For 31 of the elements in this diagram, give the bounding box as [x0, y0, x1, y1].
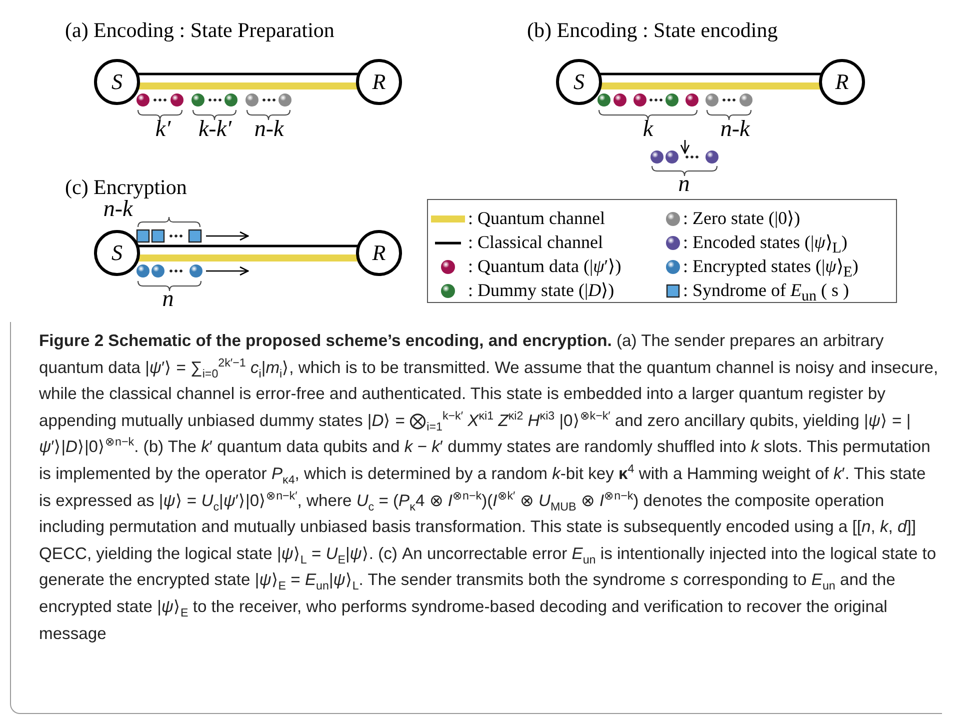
node-circle: S	[94, 59, 140, 105]
legend-label: : Zero state (|0⟩)	[683, 209, 800, 227]
math-label: n-k	[254, 117, 284, 140]
node-circle: R	[356, 59, 402, 105]
classical-channel-line	[599, 72, 822, 76]
panel-title: (b) Encoding : State encoding	[527, 20, 778, 41]
quantum-channel-line	[136, 82, 360, 90]
math-label: n	[162, 287, 174, 310]
legend-label: : Quantum channel	[468, 209, 605, 227]
node-circle: S	[94, 230, 140, 276]
panel-title: (c) Encryption	[65, 177, 187, 198]
node-circle: R	[356, 230, 402, 276]
math-label: k-k′	[198, 117, 232, 140]
caption-text: Figure 2 Schematic of the proposed scheme’s encoding, and encryption. (a) The sender prepares an arbitrary quantum data |ψ′⟩ = ∑$_{i=0}$$^{2k′−1}$ c$_{i}$|m$_{i}$⟩, which is to be transmitted. We assume that the quantum channel is noisy and insecure, while the classical channel is error-free and authenticated. This state is embedded into a larger quantum register by appending mutually unbiased dummy states |D⟩ = ⨂$_{i=1}$$^{k−k′}$ X$^{κi1}$ Z$^{κi2}$ H$^{κi3}$ |0⟩$^{⊗k−k′}$ and zero ancillary qubits, yielding |ψ⟩ = |ψ′⟩|D⟩|0⟩$^{⊗n−k}$. (b) The k′ quantum data qubits and k−k′ dummy states are randomly shuffled into k slots. This permutation is implemented by the operator P$_{κ4}$, which is determined by a random k-bit key κ$^{4}$ with a Hamming weight of k′. This state is expressed as |ψ⟩ = U$_{c}$|ψ′⟩|0⟩$^{⊗n−k′}$, where U$_{c}$ = (P$_{κ}$4 ⊗ I$^{⊗n−k}$)(I$^{⊗k′}$ ⊗ U$_{MUB}$ ⊗ I$^{⊗n−k}$) denotes the composite operation including permutation and mutually unbiased basis transformation. This state is subsequently encoded using a [[n, k, d]] QECC, yielding the logical state |ψ⟩$_{L}$ = U$_{E}$|ψ⟩. (c) An uncorrectable error E$_{un}$ is intentionally injected into the logical state to generate the encrypted state |ψ⟩$_{E}$ = E$_{un}$|ψ⟩$_{L}$. The sender transmits both the syndrome s corresponding to E$_{un}$ and the encrypted state |ψ⟩$_{E}$ to the receiver, who performs syndrome-based decoding and verification to recover the original message	[39, 330, 939, 645]
legend-label: : Encrypted states (|ψ⟩$_{E}$)	[683, 257, 858, 281]
legend-label: : Encoded states (|ψ⟩$_{L}$)	[683, 233, 848, 257]
math-label: n-k	[720, 117, 750, 140]
classical-channel-line	[137, 72, 359, 76]
math-label: k	[642, 117, 654, 140]
classical-channel-line	[138, 244, 358, 248]
math-label: k′	[155, 117, 171, 140]
math-label: n	[678, 172, 690, 195]
panel-title: (a) Encoding : State Preparation	[65, 20, 334, 41]
legend-label: : Classical channel	[468, 233, 603, 251]
quantum-channel-line	[598, 82, 823, 90]
legend-label: : Syndrome of E$_{un}$ ( s )	[683, 281, 849, 305]
legend-label: : Quantum data (|ψ′⟩)	[468, 257, 622, 275]
node-circle: S	[556, 59, 602, 105]
legend-label: : Dummy state (|D⟩)	[468, 281, 614, 299]
math-label: n-k	[103, 197, 133, 220]
node-circle: R	[819, 59, 865, 105]
